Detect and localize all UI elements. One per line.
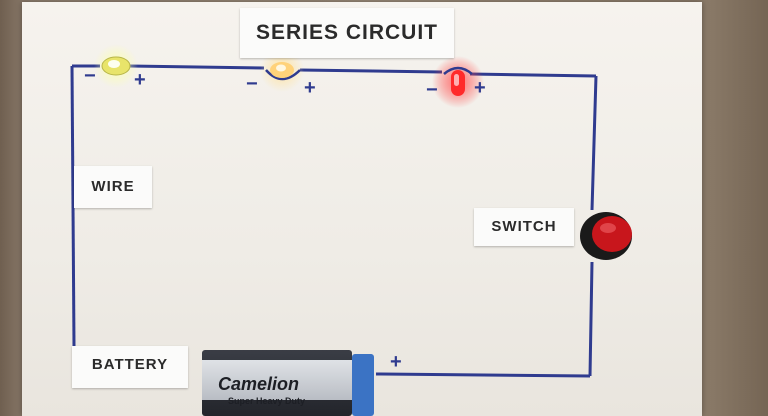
wire-bottom (375, 372, 591, 378)
led1-plus-sign: + (134, 69, 146, 91)
switch-label: SWITCH (474, 208, 574, 246)
push-switch[interactable] (578, 209, 636, 261)
led3-plus-sign: + (474, 77, 486, 99)
wire-right (588, 75, 598, 377)
led-orange (260, 48, 304, 92)
led3-minus-sign: − (426, 79, 438, 101)
led2-plus-sign: + (304, 77, 316, 99)
led1-minus-sign: − (84, 65, 96, 87)
wire-label: WIRE (74, 166, 152, 208)
battery-plus-sign: + (390, 351, 402, 373)
led2-minus-sign: − (246, 73, 258, 95)
page-title: SERIES CIRCUIT (240, 8, 454, 58)
battery-band: Camelion Super Heavy Duty (202, 360, 352, 406)
led-red (432, 56, 484, 108)
battery-brand: Camelion (218, 374, 300, 394)
wire-left (70, 65, 76, 347)
battery-label: BATTERY (72, 346, 188, 388)
led-yellow (94, 44, 138, 88)
wire-top (72, 64, 597, 78)
battery-clip (352, 354, 374, 416)
battery-9v: Camelion Super Heavy Duty (202, 350, 352, 416)
battery-subtitle: Super Heavy Duty (228, 396, 306, 406)
